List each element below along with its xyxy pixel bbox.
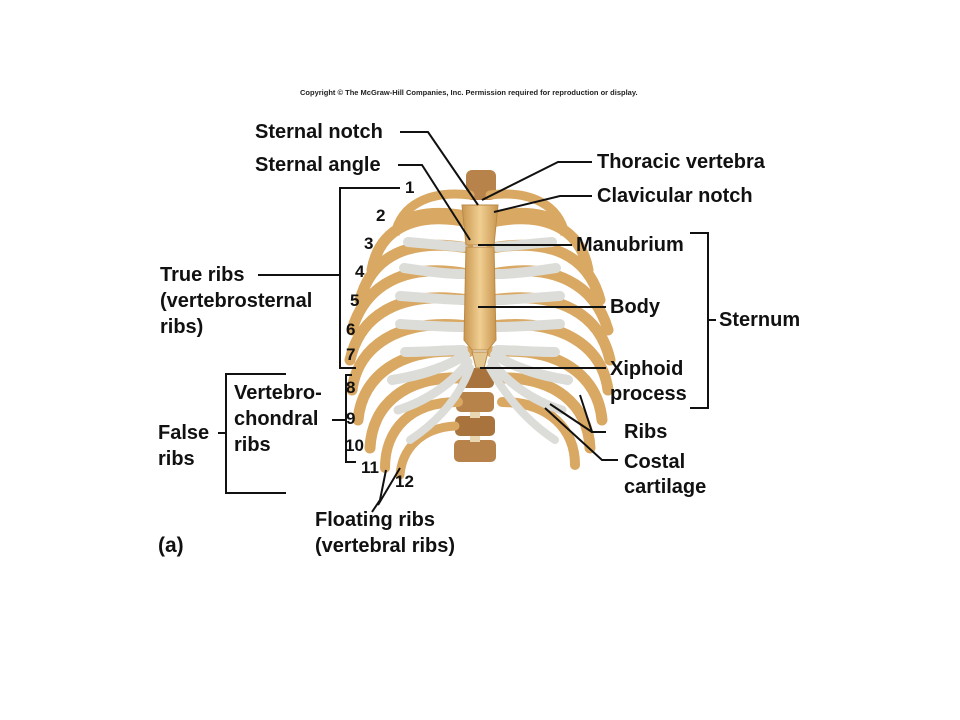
label-vertebrochondral-line1: Vertebro- (234, 382, 322, 404)
leader-sternal-angle (398, 164, 471, 241)
rib-number-6: 6 (346, 320, 356, 339)
label-floating-ribs-line2: (vertebral ribs) (315, 535, 456, 557)
label-clavicular-notch: Clavicular notch (597, 185, 753, 207)
copyright-notice: Copyright © The McGraw-Hill Companies, I… (300, 88, 638, 97)
rib-number-3: 3 (364, 234, 374, 253)
label-sternum: Sternum (719, 309, 801, 331)
sternum (461, 204, 499, 369)
label-thoracic-vertebra: Thoracic vertebra (597, 151, 765, 173)
bracket-sternum (690, 232, 709, 409)
ribs-left (344, 189, 475, 480)
leader-sternal-notch (400, 131, 479, 206)
rib-number-10: 10 (345, 436, 364, 455)
label-costal-line1: Costal (624, 451, 686, 473)
label-vertebrochondral-line2: chondral (234, 408, 319, 430)
label-false-ribs-line1: False (158, 422, 210, 444)
label-vertebrochondral-line3: ribs (234, 434, 271, 456)
label-floating-ribs-line1: Floating ribs (315, 509, 435, 531)
bracket-vertebrochondral (345, 374, 356, 463)
label-ribs: Ribs (624, 421, 668, 443)
leader-thoracic-vertebra (481, 161, 592, 201)
rib-number-5: 5 (350, 291, 360, 310)
leader-costal-cartilage (544, 407, 618, 461)
label-sternal-notch: Sternal notch (255, 121, 383, 143)
label-false-ribs-line2: ribs (158, 448, 195, 470)
rib-number-7: 7 (346, 345, 356, 364)
label-true-ribs-line1: True ribs (160, 264, 245, 286)
rib-number-2: 2 (376, 206, 386, 225)
leader-clavicular-notch (493, 195, 592, 213)
rib-number-12: 12 (395, 472, 414, 491)
label-body: Body (610, 296, 660, 318)
leader-lines (218, 131, 716, 513)
label-manubrium: Manubrium (576, 234, 684, 256)
label-true-ribs-line3: ribs) (160, 316, 204, 338)
label-true-ribs-line2: (vertebrosternal (160, 290, 313, 312)
label-xiphoid-line1: Xiphoid (610, 358, 684, 380)
rib-number-9: 9 (346, 409, 356, 428)
rib-number-8: 8 (346, 378, 356, 397)
label-costal-line2: cartilage (624, 476, 707, 498)
label-xiphoid-line2: process (610, 383, 687, 405)
rib-number-11: 11 (361, 458, 379, 477)
panel-label: (a) (158, 534, 184, 557)
bracket-true-ribs (339, 187, 400, 369)
label-sternal-angle: Sternal angle (255, 154, 381, 176)
rib-number-1: 1 (405, 178, 415, 197)
rib-number-4: 4 (355, 262, 365, 281)
